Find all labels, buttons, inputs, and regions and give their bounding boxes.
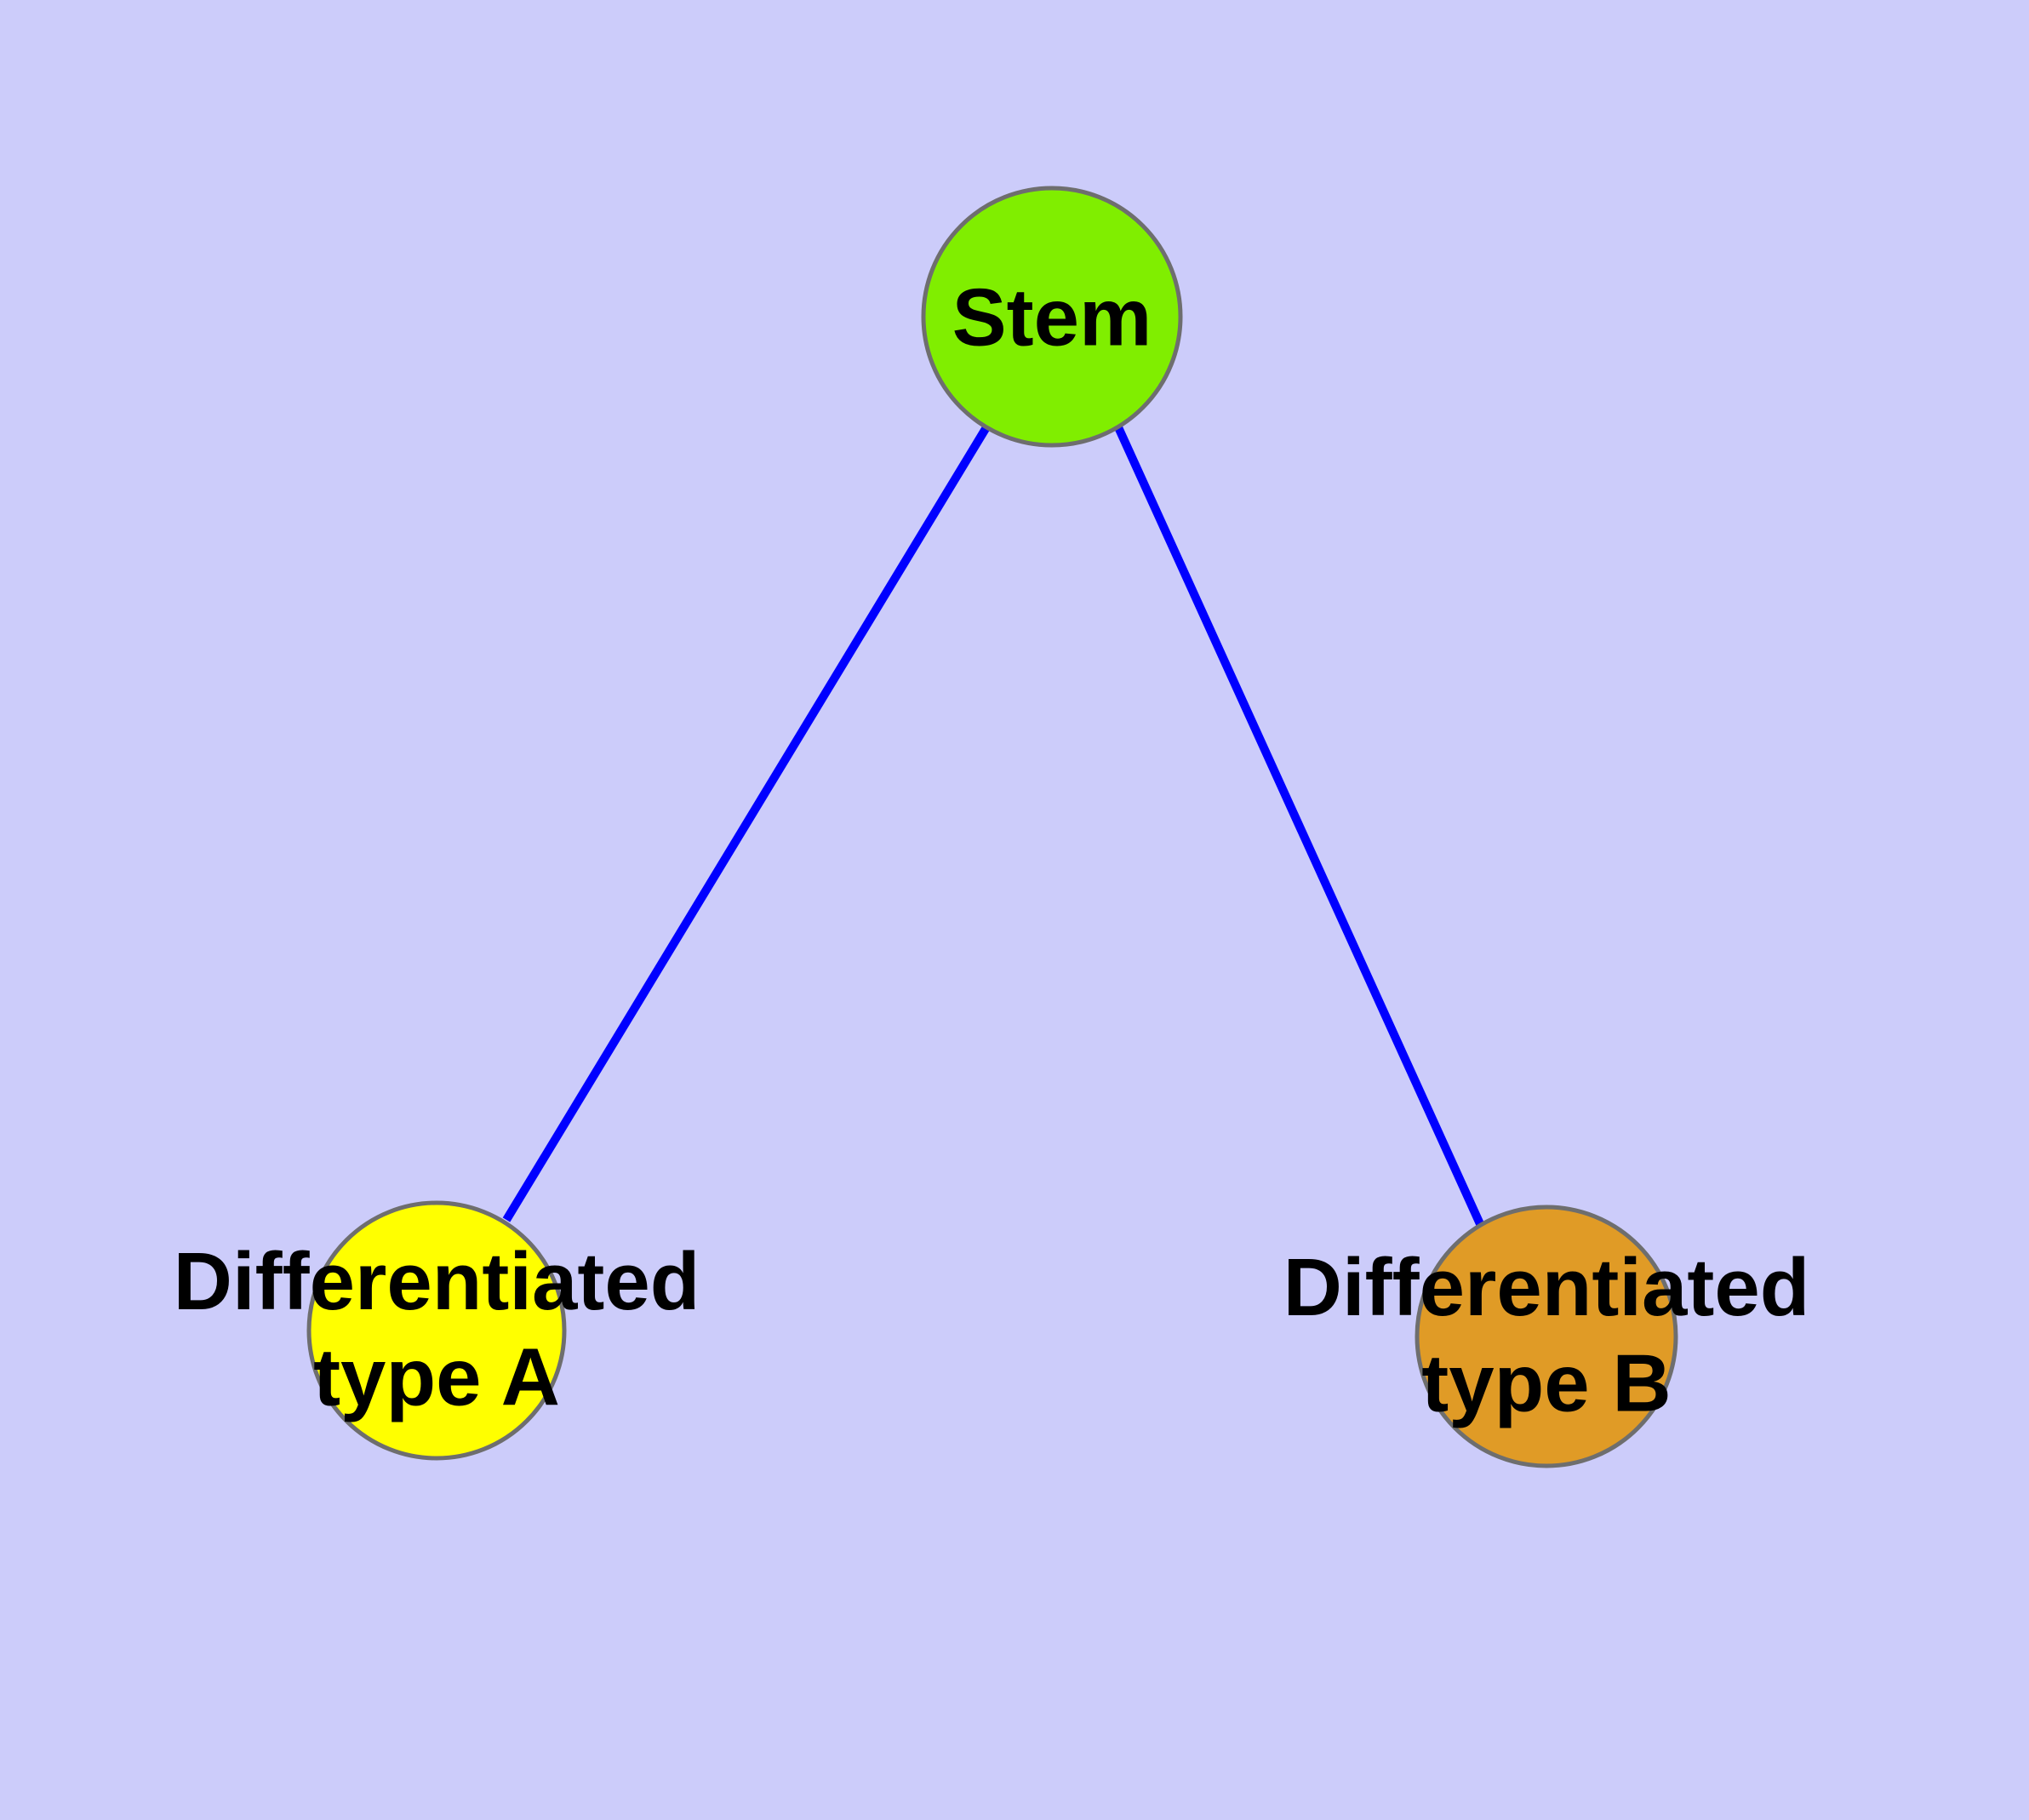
node-stem-circle[interactable] [921, 186, 1183, 448]
node-layer [306, 186, 1678, 1468]
node-stem-label: Stem [952, 272, 1152, 363]
node-differentiated-type-b-circle[interactable] [1415, 1205, 1678, 1468]
edge-layer [502, 425, 1485, 1228]
node-differentiated-type-b-label-line1: Differentiated [1283, 1242, 1810, 1333]
node-differentiated-type-b-label-line2: type B [1421, 1338, 1671, 1429]
edge-stem-to-differentiated-type-a[interactable] [502, 425, 991, 1222]
node-differentiated-type-a-label-line1: Differentiated [174, 1236, 700, 1327]
node-differentiated-type-b[interactable] [1415, 1205, 1678, 1468]
node-differentiated-type-a-label-line2: type A [313, 1332, 560, 1423]
node-differentiated-type-a[interactable] [306, 1200, 567, 1461]
node-label-layer: Stem Differentiated type A Differentiate… [174, 272, 1810, 1428]
edge-stem-to-differentiated-type-b[interactable] [1114, 425, 1485, 1228]
node-stem[interactable] [921, 186, 1183, 448]
node-differentiated-type-a-circle[interactable] [306, 1200, 567, 1461]
